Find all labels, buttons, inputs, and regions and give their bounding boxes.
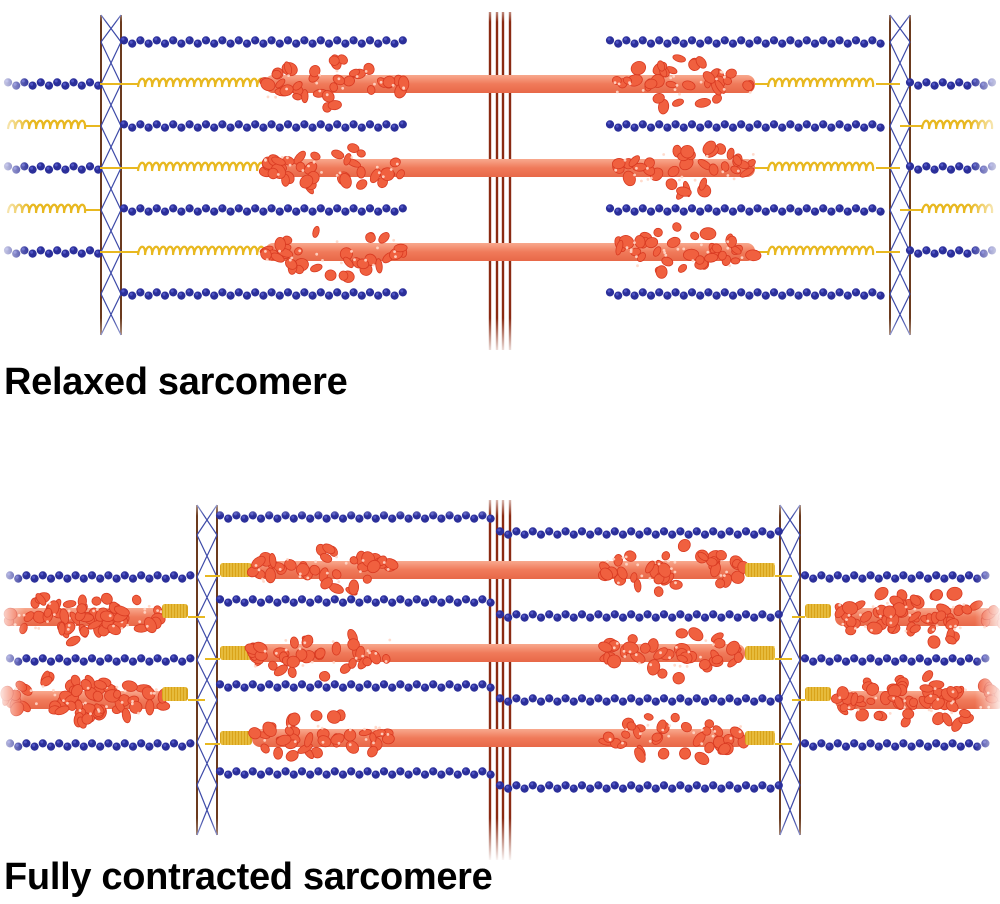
actin-filament [800, 739, 990, 751]
actin-filament [5, 571, 195, 583]
titin-spring [136, 77, 266, 88]
myosin-head-cluster [612, 54, 755, 115]
titin-spring-compressed [220, 646, 252, 660]
myosin-thick-filament [834, 586, 1000, 649]
left-fade [0, 60, 30, 300]
myosin-thick-filament [259, 222, 762, 283]
actin-filament [605, 36, 885, 48]
actin-filament [495, 781, 783, 793]
myosin-head-cluster [48, 674, 171, 725]
titin-spring-compressed [745, 646, 775, 660]
actin-filament [605, 204, 885, 216]
titin-spring-compressed [220, 731, 252, 745]
myosin-thick-filament [0, 670, 171, 729]
titin-spring-compressed [162, 604, 188, 618]
myosin-thick-filament [246, 538, 750, 597]
titin-spring [136, 161, 266, 172]
titin-spring [766, 161, 875, 172]
myosin-thick-filament [248, 709, 750, 765]
myosin-head-cluster [258, 143, 405, 195]
actin-filament [119, 120, 407, 132]
myosin-head-cluster [614, 222, 762, 279]
actin-filament [119, 288, 407, 300]
right-fade [970, 60, 1000, 300]
contracted-sarcomere-panel [0, 500, 1000, 860]
titin-spring-compressed [220, 563, 252, 577]
right-fade [975, 555, 1000, 760]
titin-spring-compressed [745, 731, 775, 745]
z-disc [100, 14, 122, 336]
myosin-thick-filament [258, 140, 756, 200]
myosin-head-cluster [244, 628, 392, 682]
top-fade [0, 0, 1000, 22]
actin-filament [800, 571, 990, 583]
actin-filament [495, 610, 783, 622]
contracted-top-fade [0, 492, 1000, 516]
contracted-sarcomere-caption: Fully contracted sarcomere [4, 856, 493, 898]
titin-spring-compressed [805, 687, 831, 701]
actin-filament [119, 36, 407, 48]
m-line [488, 500, 512, 860]
z-disc [889, 14, 911, 336]
z-disc [196, 504, 218, 836]
actin-filament [605, 288, 885, 300]
edge-fades [0, 0, 1000, 862]
titin-spring [766, 245, 875, 256]
actin-filament [215, 680, 495, 692]
actin-filament [495, 527, 783, 539]
myosin-thick-filament [244, 627, 745, 685]
myosin-head-cluster [598, 627, 743, 685]
myosin-head-cluster [246, 543, 399, 596]
relaxed-sarcomere-panel [3, 12, 997, 350]
actin-filament [5, 654, 195, 666]
titin-spring [136, 245, 266, 256]
z-disc-crosslinks [196, 504, 218, 836]
contracted-bottom-fade [0, 818, 1000, 862]
titin-spring-compressed [162, 687, 188, 701]
left-fade [0, 555, 25, 760]
z-disc [779, 504, 801, 836]
titin-spring [766, 77, 875, 88]
actin-filament [495, 694, 783, 706]
z-disc-crosslinks [889, 14, 911, 336]
myosin-thick-filament [831, 670, 1000, 732]
myosin-head-cluster [611, 140, 756, 200]
actin-filament [800, 654, 990, 666]
relaxed-sarcomere-caption: Relaxed sarcomere [4, 361, 348, 403]
myosin-thick-filament [259, 54, 755, 115]
actin-filament [5, 739, 195, 751]
myosin-head-cluster [248, 709, 395, 762]
z-disc-crosslinks [100, 14, 122, 336]
myosin-head-cluster [259, 54, 410, 113]
titin-spring-compressed [745, 563, 775, 577]
titin-spring-compressed [805, 604, 831, 618]
relaxed-bottom-fade [0, 318, 1000, 356]
actin-filament [215, 595, 495, 607]
actin-filament [605, 120, 885, 132]
myosin-head-cluster [42, 592, 166, 637]
m-line [488, 12, 512, 350]
myosin-thick-filament [3, 592, 166, 647]
myosin-head-cluster [598, 538, 750, 597]
actin-filament [215, 767, 495, 779]
myosin-head-cluster [259, 225, 408, 283]
z-disc-crosslinks [779, 504, 801, 836]
actin-filament [119, 204, 407, 216]
myosin-head-cluster [598, 712, 750, 765]
